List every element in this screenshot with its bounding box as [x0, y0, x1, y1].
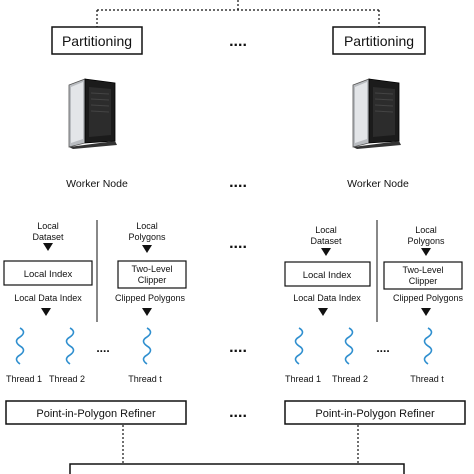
arrow-down-icon: [421, 248, 431, 256]
local-index-box: [284, 261, 371, 287]
arrow-down-icon: [142, 245, 152, 253]
local-dataset-label: Dataset: [310, 236, 342, 246]
arrow-down-icon: [318, 308, 328, 316]
local-data-index-label: Local Data Index: [293, 293, 361, 303]
local-dataset-label: Local: [315, 225, 337, 235]
local-polygons-label: Polygons: [128, 232, 166, 242]
ellipsis-threads: ....: [229, 339, 247, 356]
arrow-down-icon: [321, 248, 331, 256]
ellipsis-internals: ....: [229, 235, 247, 252]
arrow-down-icon: [421, 308, 431, 316]
two-level-clipper-label: Two-Level: [402, 265, 443, 275]
refiner-box-left: [5, 400, 187, 425]
local-index-label: Local Index: [303, 270, 352, 281]
partition-label-right: Partitioning: [344, 33, 414, 49]
local-polygons-label: Local: [136, 221, 158, 231]
refiner-label-left: Point-in-Polygon Refiner: [36, 408, 156, 420]
thread-ellipsis: ....: [376, 341, 389, 355]
thread-wave-icon: [423, 327, 433, 365]
thread-wave-icon: [344, 327, 354, 365]
ellipsis-worker: ....: [229, 174, 247, 191]
arrow-down-icon: [41, 308, 51, 316]
local-dataset-label: Local: [37, 221, 59, 231]
two-level-clipper-label: Clipper: [138, 275, 167, 285]
local-polygons-label: Local: [415, 225, 437, 235]
worker-node-label-right: Worker Node: [347, 178, 409, 190]
thread-wave-icon: [65, 327, 75, 365]
ellipsis-partition: ....: [229, 33, 247, 50]
local-data-index-label: Local Data Index: [14, 293, 82, 303]
computer-tower-icon-left: [68, 78, 118, 150]
arrow-down-icon: [142, 308, 152, 316]
partition-box-right: Partitioning: [332, 26, 426, 55]
partition-label-left: Partitioning: [62, 33, 132, 49]
two-level-clipper-label: Clipper: [409, 276, 438, 286]
computer-tower-icon-right: [352, 78, 402, 150]
refiner-box-right: [284, 400, 466, 425]
refiner-label-right: Point-in-Polygon Refiner: [315, 408, 435, 420]
two-level-clipper-label: Two-Level: [131, 264, 172, 274]
partition-box-left: Partitioning: [51, 26, 143, 55]
clipped-polygons-label: Clipped Polygons: [115, 293, 186, 303]
local-polygons-label: Polygons: [407, 236, 445, 246]
thread-wave-icon: [294, 327, 304, 365]
top-connector: [96, 0, 380, 28]
thread-label: Thread t: [410, 374, 444, 384]
clipped-polygons-label: Clipped Polygons: [393, 293, 464, 303]
ellipsis-refiner: ....: [229, 404, 247, 421]
worker-internals-right: Local Dataset Local Index Local Data Ind…: [284, 220, 466, 464]
two-level-clipper-box: [117, 260, 187, 289]
two-level-clipper-box: [383, 261, 463, 290]
local-index-label: Local Index: [24, 269, 73, 280]
thread-wave-icon: [142, 327, 152, 365]
thread-label: Thread 1: [6, 374, 42, 384]
thread-wave-icon: [15, 327, 25, 365]
thread-label: Thread 2: [332, 374, 368, 384]
thread-label: Thread t: [128, 374, 162, 384]
worker-node-label-left: Worker Node: [66, 178, 128, 190]
bottom-merge-box: [69, 463, 405, 474]
local-dataset-label: Dataset: [32, 232, 64, 242]
thread-ellipsis: ....: [96, 341, 109, 355]
thread-label: Thread 2: [49, 374, 85, 384]
arrow-down-icon: [43, 243, 53, 251]
thread-label: Thread 1: [285, 374, 321, 384]
local-index-box: [3, 260, 93, 286]
worker-internals-left: Local Dataset Local Index Local Data Ind…: [3, 220, 187, 464]
